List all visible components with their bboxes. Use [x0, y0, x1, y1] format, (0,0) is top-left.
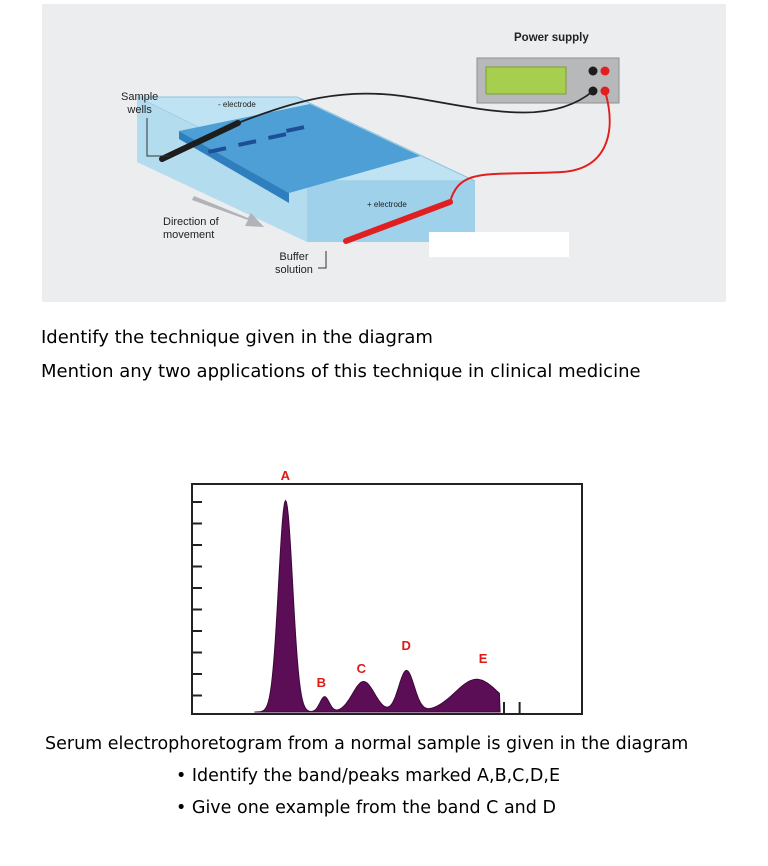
peak-label-c: C — [356, 661, 366, 677]
negative-terminal — [588, 66, 598, 76]
electrophoretogram-svg — [191, 483, 583, 715]
sample-well — [286, 125, 305, 133]
direction-arrow — [192, 196, 264, 227]
sample-well — [268, 132, 287, 140]
blank-box — [429, 232, 569, 257]
apparatus-drawing — [136, 57, 620, 269]
buffer-pointer — [318, 251, 327, 269]
peak-label-d: D — [401, 638, 411, 654]
sample-wells-pointer — [146, 118, 170, 157]
electrophoresis-diagram: Power supply Sample wells - electrode + … — [42, 4, 726, 302]
power-supply-label: Power supply — [514, 32, 589, 44]
peak-label-b: B — [316, 674, 326, 690]
peak-label-a: A — [280, 468, 290, 483]
gel-edge — [179, 131, 289, 203]
caption-line: Serum electrophoretogram from a normal s… — [45, 734, 689, 754]
caption-bullet-2: • Give one example from the band C and D — [176, 798, 556, 818]
buffer-solution-label: Buffer solution — [275, 251, 313, 276]
tick-group — [192, 501, 521, 714]
negative-wire — [237, 90, 594, 124]
question-2: Mention any two applications of this tec… — [41, 361, 641, 382]
chart-frame — [191, 483, 583, 715]
sample-well — [238, 139, 257, 147]
sample-well — [208, 146, 227, 154]
positive-electrode-label: + electrode — [367, 200, 407, 209]
peak-label-e: E — [478, 651, 488, 667]
caption-bullet-1: • Identify the band/peaks marked A,B,C,D… — [176, 766, 561, 786]
electrophoretogram-curve — [254, 499, 501, 713]
negative-electrode-label: - electrode — [218, 100, 256, 109]
direction-of-movement-label: Direction of movement — [163, 216, 219, 241]
gel-slab — [179, 104, 420, 193]
tank-front — [307, 181, 475, 242]
question-1: Identify the technique given in the diag… — [41, 327, 433, 348]
electrophoretogram-chart: A B C D E — [186, 466, 586, 722]
positive-terminal — [600, 66, 610, 76]
power-supply-display — [485, 66, 567, 95]
positive-wire — [449, 90, 611, 203]
sample-wells-label: Sample wells — [121, 91, 159, 116]
positive-electrode — [343, 199, 453, 244]
negative-electrode — [159, 120, 241, 162]
